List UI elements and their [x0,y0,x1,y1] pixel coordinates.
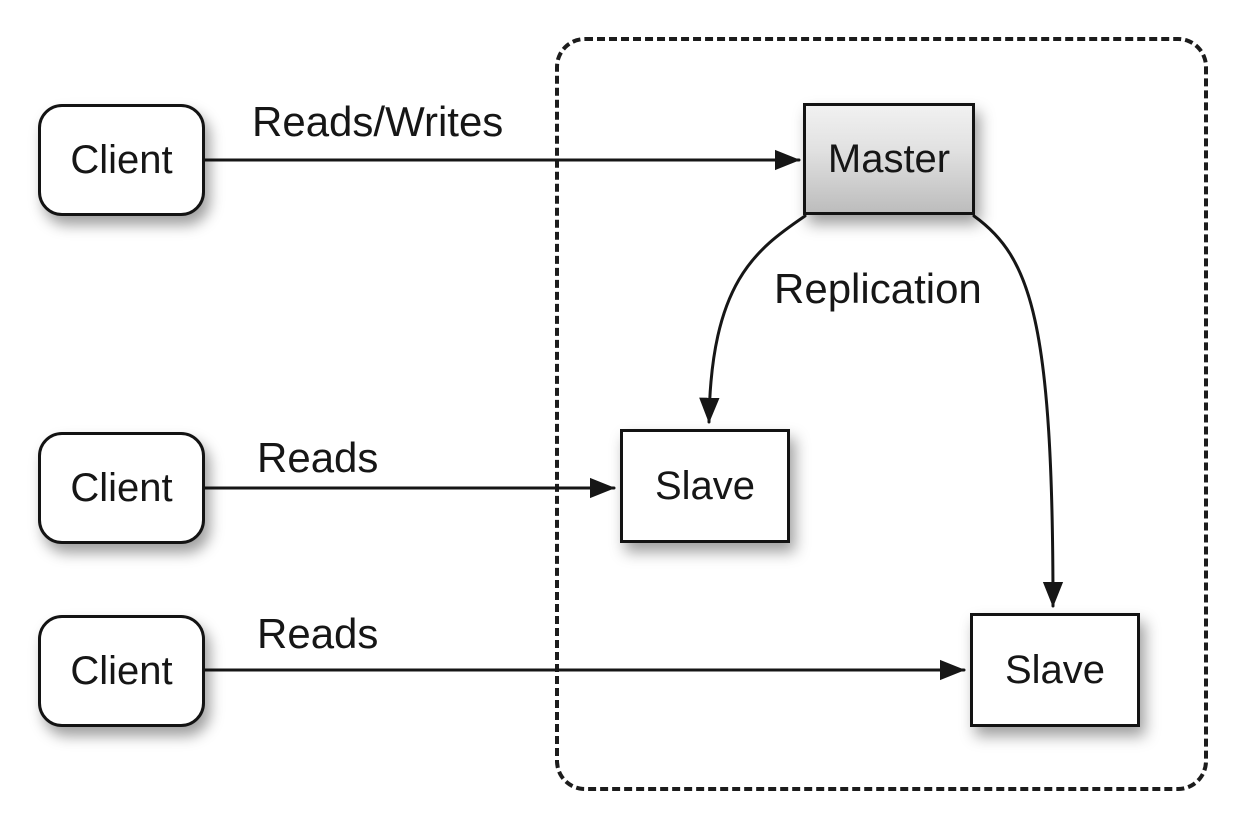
client-node-3-label: Client [70,648,173,693]
client-node-2-label: Client [70,465,173,510]
replication-boundary [555,37,1208,791]
master-node-label: Master [827,136,951,181]
edge-label-reads-middle: Reads [257,434,379,481]
slave-node-1: Slave [620,429,790,543]
client-node-2: Client [38,432,205,544]
slave-node-2: Slave [970,613,1140,727]
slave-node-2-label: Slave [1004,647,1106,692]
client-node-1-label: Client [70,137,173,182]
client-node-1: Client [38,104,205,216]
master-node: Master [803,103,975,215]
edge-label-reads-bottom: Reads [257,610,379,657]
edge-label-replication: Replication [774,265,982,312]
edge-label-reads-writes: Reads/Writes [252,98,504,145]
slave-node-1-label: Slave [654,463,756,508]
client-node-3: Client [38,615,205,727]
